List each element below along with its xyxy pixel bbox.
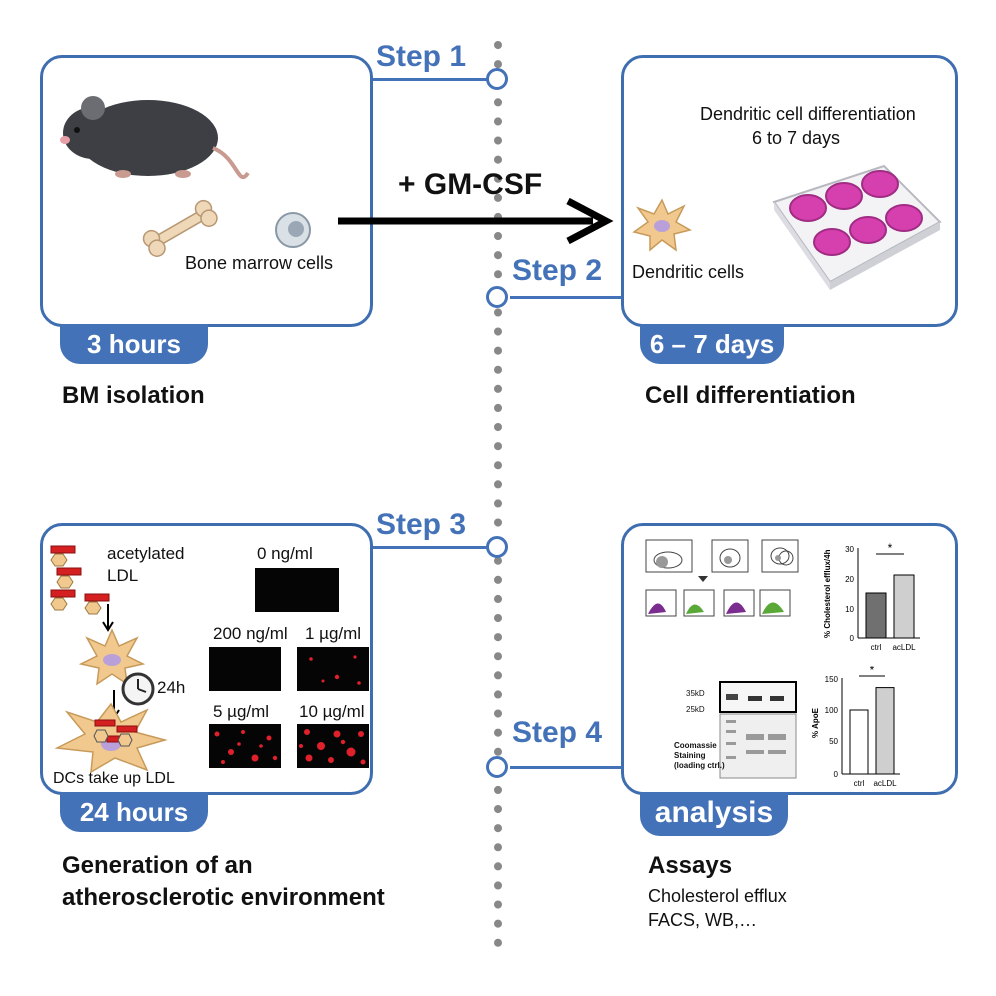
step-4-node [486,756,508,778]
step-1-node [486,68,508,90]
coomassie-label-1: Coomassie [674,741,717,750]
step-1-duration-tag: 3 hours [60,324,208,364]
step-2-duration-tag: 6 – 7 days [640,324,784,364]
bone-icon [142,199,218,257]
wb-marker-35kd: 35kD [686,689,705,698]
apoe-bar-chart: % ApoE 150 100 50 0 * ctrl acLDL [811,666,900,788]
step-2-node [486,286,508,308]
step-3-node [486,536,508,558]
step-2-label: Step 2 [512,254,603,287]
dcs-take-up-ldl-caption: DCs take up LDL [53,770,175,787]
conc-200-label: 200 ng/ml [213,624,288,643]
assay-facs-wb: FACS, WB,… [648,910,758,930]
conc-5ug-label: 5 µg/ml [213,702,270,721]
micrograph-10-ug [297,724,369,768]
apoe-tick-100: 100 [825,706,839,715]
coomassie-label-2: Staining [674,751,706,760]
gm-csf-label: + GM-CSF [398,168,543,201]
differentiation-label-line2: 6 to 7 days [752,128,841,148]
apoe-bar-ctrl [849,709,869,775]
apoe-ylabel: % ApoE [811,707,820,738]
conc-0-label: 0 ng/ml [257,544,313,563]
panel-bm-isolation: Bone marrow cells [40,55,373,327]
micrograph-200-ng [209,647,281,691]
clock-icon [121,672,155,706]
bone-marrow-cells-label: Bone marrow cells [185,253,334,273]
panel-analysis: % Cholesterol efflux/4h 30 20 10 0 * ctr… [621,523,958,795]
conc-10ug-label: 10 µg/ml [299,702,365,721]
panel-atherosclerotic-environment: acetylated LDL 24h DCs take up LDL 0 ng/ [40,523,373,795]
apoe-tick-0: 0 [834,770,839,779]
step-2-title: Cell differentiation [645,382,856,409]
efflux-bar-acldl [893,574,915,639]
apoe-xlabel-acldl: acLDL [873,779,897,788]
efflux-tick-0: 0 [850,634,855,643]
assay-cholesterol-efflux: Cholesterol efflux [648,886,787,906]
step-3-title-line2: atherosclerotic environment [62,884,385,911]
step-3-connector [370,546,488,549]
conc-1ug-label: 1 µg/ml [305,624,362,643]
efflux-bar-chart: % Cholesterol efflux/4h 30 20 10 0 * ctr… [823,541,920,652]
loaded-dendritic-cell-icon [54,702,168,774]
step-4-analysis-tag: analysis [640,792,788,836]
facs-plots [645,539,799,617]
step-3-title-line1: Generation of an [62,852,253,879]
step-3-label: Step 3 [376,508,467,541]
step-1-title: BM isolation [62,382,205,409]
acetylated-ldl-label-line2: LDL [107,566,139,585]
acetylated-ldl-icon [50,545,110,615]
apoe-bar-acldl [875,687,895,775]
resting-dendritic-cell-icon [78,628,146,686]
gm-csf-arrow [338,197,614,245]
micrograph-1-ug [297,647,369,691]
step-3-duration-tag: 24 hours [60,792,208,832]
micrograph-0-ng [255,568,339,612]
step-4-connector [510,766,622,769]
apoe-tick-50: 50 [829,737,838,746]
efflux-tick-20: 20 [845,575,854,584]
incubation-time-label: 24h [157,678,186,697]
timeline-dotted-line [494,41,502,949]
step-1-connector [370,78,488,81]
step-4-title: Assays [648,852,733,879]
efflux-tick-30: 30 [845,545,854,554]
coomassie-label-3: (loading ctrl.) [674,761,725,770]
efflux-bar-ctrl [865,592,887,639]
efflux-significance: * [888,541,893,555]
apoe-xlabel-ctrl: ctrl [854,779,865,788]
mouse-icon [60,96,250,180]
down-arrow-1-icon [102,604,114,632]
panel-cell-differentiation: Dendritic cell differentiation 6 to 7 da… [621,55,958,327]
step-1-label: Step 1 [376,40,467,73]
wb-marker-25kd: 25kD [686,705,705,714]
acetylated-ldl-label-line1: acetylated [107,544,185,563]
dendritic-cell-icon [632,198,692,252]
apoe-tick-150: 150 [825,675,839,684]
differentiation-label-line1: Dendritic cell differentiation [700,104,916,124]
micrograph-5-ug [209,724,281,768]
step-4-label: Step 4 [512,716,603,749]
efflux-xlabel-acldl: acLDL [892,643,916,652]
apoe-significance: * [870,666,875,677]
step-2-connector [510,296,622,299]
efflux-ylabel: % Cholesterol efflux/4h [823,549,832,638]
bone-marrow-cell-icon [275,212,311,248]
efflux-tick-10: 10 [845,605,854,614]
dendritic-cells-label: Dendritic cells [632,262,745,282]
western-blot [719,681,797,779]
efflux-xlabel-ctrl: ctrl [871,643,882,652]
six-well-plate-icon [772,164,942,290]
